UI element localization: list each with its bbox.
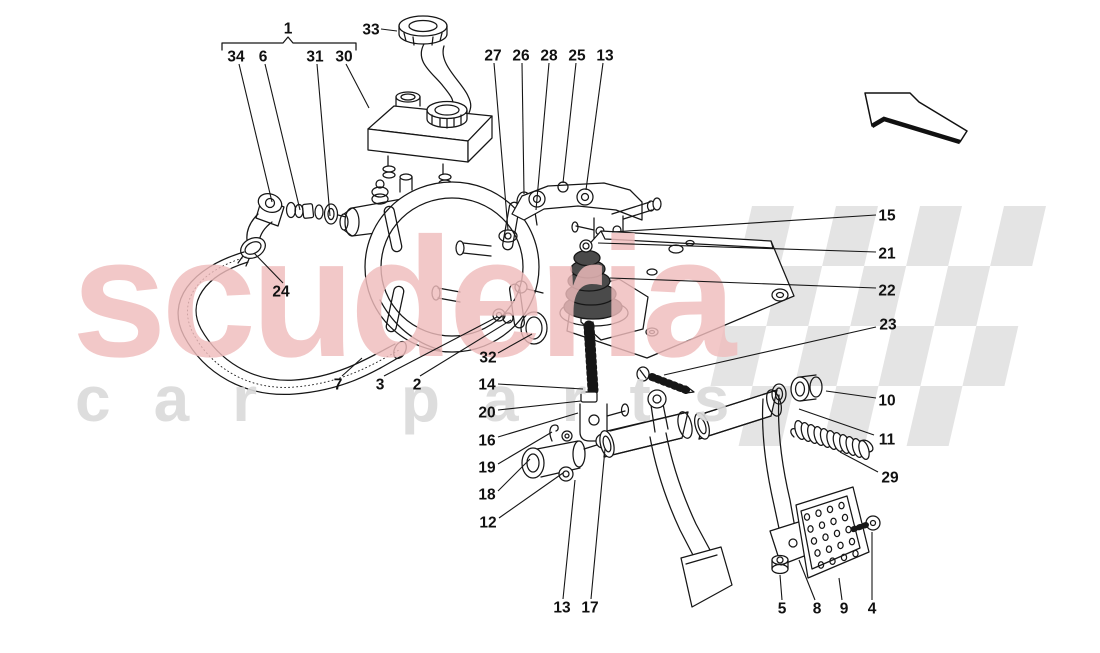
leader-line-22 (609, 277, 877, 289)
part-label-31[interactable]: 31 (306, 49, 324, 66)
leader-line-25 (562, 62, 577, 184)
part-label-30[interactable]: 30 (335, 49, 352, 66)
leader-line-20 (497, 400, 582, 411)
gaiter (559, 239, 629, 327)
leader-line-34 (238, 63, 273, 203)
part-label-15[interactable]: 15 (878, 208, 896, 225)
part-label-23[interactable]: 23 (879, 317, 897, 334)
leader-line-29 (839, 451, 879, 473)
part-label-13[interactable]: 13 (596, 48, 614, 65)
part-label-22[interactable]: 22 (878, 283, 895, 300)
fluid-reservoir (367, 91, 493, 205)
bolt-4 (848, 515, 881, 533)
leader-line-14 (497, 383, 584, 390)
part-label-18[interactable]: 18 (478, 487, 496, 504)
part-label-3[interactable]: 3 (376, 377, 385, 394)
part-label-9[interactable]: 9 (840, 601, 849, 618)
part-label-4[interactable]: 4 (868, 601, 877, 618)
part-label-33[interactable]: 33 (362, 22, 380, 39)
part-label-17[interactable]: 17 (581, 600, 598, 617)
clutch-pedal (649, 432, 733, 608)
leader-line-8 (798, 559, 816, 601)
part-label-19[interactable]: 19 (478, 460, 496, 477)
leader-line-23 (663, 326, 877, 376)
leader-line-19 (497, 431, 553, 465)
leader-line-3 (383, 316, 498, 377)
vacuum-hose (177, 251, 407, 396)
reservoir-cap-33 (398, 15, 472, 114)
part-label-10[interactable]: 10 (878, 393, 895, 410)
leader-line-17 (590, 448, 606, 600)
leader-line-26 (521, 62, 525, 195)
part-label-28[interactable]: 28 (540, 48, 558, 65)
part-label-12[interactable]: 12 (479, 515, 496, 532)
brake-pivot-tube (694, 374, 823, 440)
leader-line-21 (597, 242, 877, 253)
part-label-7[interactable]: 7 (334, 377, 343, 394)
leader-line-27 (493, 62, 509, 231)
leader-line-30 (345, 63, 370, 109)
nut-5 (771, 554, 789, 575)
part-label-2[interactable]: 2 (413, 377, 422, 394)
leader-line-9 (838, 577, 843, 601)
clutch-pivot-tube (599, 389, 693, 458)
watermark-title: scuderia (72, 203, 738, 393)
return-spring (790, 420, 874, 460)
leader-line-13 (585, 62, 604, 191)
leader-line-28 (535, 62, 550, 211)
part-label-25[interactable]: 25 (568, 48, 586, 65)
part-label-21[interactable]: 21 (878, 246, 896, 263)
part-label-20[interactable]: 20 (478, 405, 495, 422)
part-label-34[interactable]: 34 (227, 49, 245, 66)
pushrod (579, 320, 630, 442)
part-label-16[interactable]: 16 (478, 433, 496, 450)
leader-line-12 (498, 472, 564, 519)
leader-line-15 (611, 214, 877, 233)
leader-line-11 (798, 408, 875, 436)
part-label-26[interactable]: 26 (512, 48, 530, 65)
part-label-1[interactable]: 1 (284, 21, 293, 38)
part-label-13[interactable]: 13 (553, 600, 571, 617)
support-plate (566, 230, 795, 359)
part-label-5[interactable]: 5 (778, 601, 787, 618)
screw-23 (636, 366, 695, 394)
leader-line-18 (497, 458, 531, 492)
part-label-32[interactable]: 32 (479, 350, 496, 367)
line-art (177, 15, 881, 608)
group-bracket (221, 36, 357, 51)
part-label-6[interactable]: 6 (259, 49, 268, 66)
part-label-24[interactable]: 24 (272, 284, 290, 301)
part-label-27[interactable]: 27 (484, 48, 501, 65)
direction-arrow-icon (864, 92, 968, 145)
leader-line-24 (253, 252, 284, 284)
leader-line-7 (341, 357, 363, 377)
leader-line-5 (779, 574, 783, 601)
leader-line-16 (497, 412, 579, 438)
leader-line-33 (380, 28, 398, 32)
leader-line-32 (497, 333, 533, 354)
leader-line-10 (825, 390, 877, 399)
part-label-11[interactable]: 11 (879, 432, 896, 449)
leader-line-2 (419, 319, 512, 377)
watermark-subtitle: car parts (75, 363, 772, 435)
part-label-8[interactable]: 8 (813, 601, 822, 618)
leader-line-31 (316, 63, 331, 217)
part-label-29[interactable]: 29 (881, 470, 899, 487)
leader-line-13 (562, 479, 576, 600)
leader-line-6 (264, 63, 301, 211)
brake-pedal (761, 394, 870, 579)
part-label-14[interactable]: 14 (478, 377, 496, 394)
